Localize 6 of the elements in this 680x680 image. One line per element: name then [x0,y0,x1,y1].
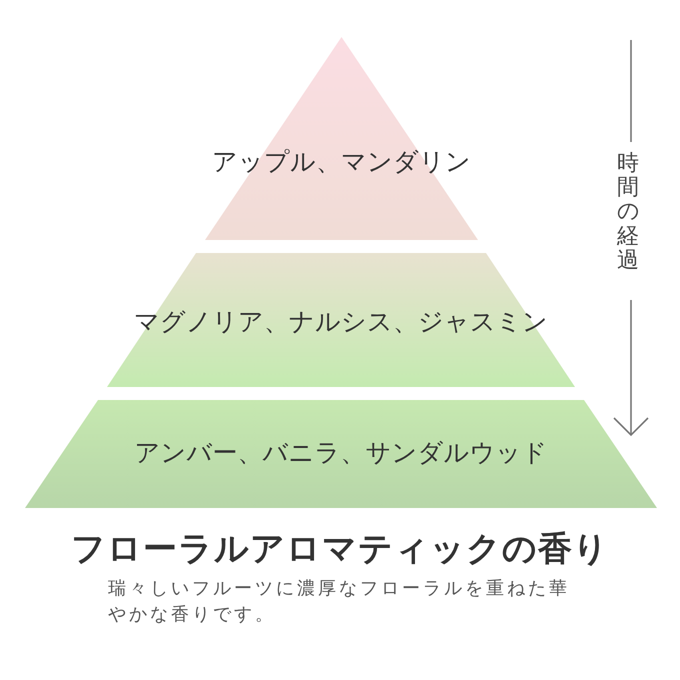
note-list: アンバー、バニラ、サンダルウッド [25,436,657,469]
note-list: アップル、マンダリン [205,145,478,178]
caption: 瑞々しいフルーツに濃厚なフローラルを重ねた華やかな香りです。 [108,577,571,627]
note-list: マグノリア、ナルシス、ジャスミン [107,305,575,338]
title: フローラルアロマティックの香り [70,528,610,571]
axis-label: 時間の経過 [617,152,639,273]
